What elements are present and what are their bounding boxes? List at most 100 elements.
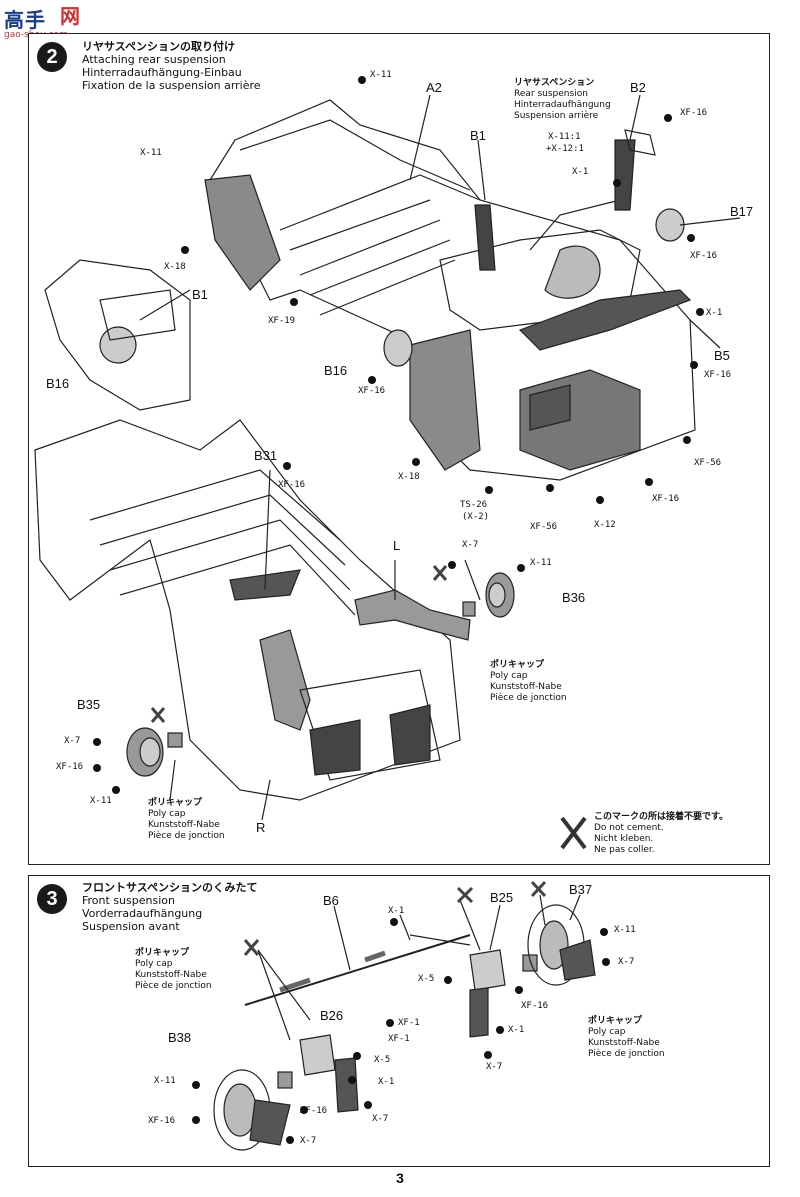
step3-title-fr: Suspension avant [82,920,180,933]
paint-ts26-label: TS-26 [460,500,488,510]
poly-cap-jp: ポリキャップ [490,660,545,670]
mix-ratio-note-1: X-11:1 [548,132,581,142]
paint-xf1-label: XF-1 [398,1018,420,1028]
paint-x7-label: X-7 [64,736,81,746]
part-b16b-label: B16 [324,363,348,378]
paint-x1-label: X-1 [572,167,589,177]
poly-cap-jp: ポリキャップ [148,798,203,808]
paint-x12-label: X-12 [594,520,616,530]
page-number: 3 [396,1170,404,1186]
part-b2-label: B2 [630,80,646,95]
paint-x11-label: X-11 [154,1076,176,1086]
paint-x11-label: X-11 [370,70,392,80]
part-a2-label: A2 [426,80,442,95]
poly-cap-de: Kunststoff-Nabe [588,1038,660,1048]
part-r-label: R [256,820,266,835]
rear-suspension-jp: リヤサスペンション [514,78,595,88]
paint-xf16-label: XF-16 [690,251,718,261]
step3-title-jp: フロントサスペンションのくみたて [82,881,258,894]
paint-xf16-label: XF-16 [56,762,84,772]
part-b1b-label: B1 [192,287,208,302]
poly-cap-jp: ポリキャップ [588,1016,643,1026]
rear-suspension-de: Hinterradaufhängung [514,100,611,110]
poly-cap-jp: ポリキャップ [135,948,190,958]
paint-x1-label: X-1 [378,1077,395,1087]
no-cement-fr: Ne pas coller. [594,845,655,855]
rear-suspension-fr: Suspension arrière [514,111,599,121]
part-b1a-label: B1 [470,128,486,143]
part-b25-label: B25 [490,890,514,905]
paint-x11-label: X-11 [90,796,112,806]
step3-titles: フロントサスペンションのくみたて Front suspension Vorder… [82,881,257,933]
part-b31-label: B31 [254,448,278,463]
paint-xf56-label: XF-56 [694,458,722,468]
paint-xf16-label: XF-16 [300,1106,328,1116]
paint-xf19-label: XF-19 [268,316,296,326]
poly-cap-fr: Pièce de jonction [135,981,212,991]
paint-xf16-label: XF-16 [652,494,680,504]
part-b38-label: B38 [168,1030,192,1045]
paint-xf1-label: XF-1 [388,1034,410,1044]
poly-cap-fr: Pièce de jonction [490,693,567,703]
paint-xf16-label: XF-16 [680,108,708,118]
step3-title-en: Front suspension [82,894,175,907]
rear-suspension-callout: リヤサスペンション Rear suspension Hinterradaufhä… [514,78,611,122]
step3-title-de: Vorderradaufhängung [82,907,203,920]
part-b35-label: B35 [77,697,101,712]
step3-number-badge: 3 [37,884,67,914]
watermark-logo-2: 网 [60,4,80,28]
no-cement-note: このマークの所は接着不要です。 Do not cement. Nicht kle… [594,812,728,856]
part-b26-label: B26 [320,1008,344,1023]
paint-x11-label: X-11 [614,925,636,935]
paint-xf16-label: XF-16 [278,480,306,490]
step2-number-badge: 2 [37,42,67,72]
paint-x1-label: X-1 [508,1025,525,1035]
poly-cap-callout-step3-left: ポリキャップ Poly cap Kunststoff-Nabe Pièce de… [135,948,212,992]
paint-xf16-label: XF-16 [148,1116,176,1126]
paint-xf16-label: XF-16 [358,386,386,396]
paint-x5-label: X-5 [418,974,435,984]
step2-titles: リヤサスペンションの取り付け Attaching rear suspension… [82,40,261,92]
poly-cap-en: Poly cap [490,671,528,681]
step2-title-jp: リヤサスペンションの取り付け [82,40,236,53]
part-b5-label: B5 [714,348,730,363]
part-l-label: L [393,538,401,553]
poly-cap-callout-step3-right: ポリキャップ Poly cap Kunststoff-Nabe Pièce de… [588,1016,665,1060]
part-b37-label: B37 [569,882,593,897]
no-cement-jp: このマークの所は接着不要です。 [594,812,729,822]
rear-suspension-en: Rear suspension [514,89,588,99]
poly-cap-en: Poly cap [135,959,173,969]
part-b36-label: B36 [562,590,586,605]
paint-x1-label: X-1 [706,308,723,318]
step2-title-de: Hinterradaufhängung-Einbau [82,66,242,79]
part-b6-label: B6 [323,893,339,908]
no-cement-en: Do not cement. [594,823,664,833]
part-b16a-label: B16 [46,376,70,391]
paint-x18-label: X-18 [398,472,420,482]
poly-cap-de: Kunststoff-Nabe [490,682,562,692]
poly-cap-fr: Pièce de jonction [588,1049,665,1059]
paint-x5-label: X-5 [374,1055,391,1065]
paint-xf16-label: XF-16 [521,1001,549,1011]
paint-xf16-label: XF-16 [704,370,732,380]
step2-title-fr: Fixation de la suspension arrière [82,79,261,92]
poly-cap-en: Poly cap [148,809,186,819]
mix-ratio-note-2: +X-12:1 [546,144,584,154]
no-cement-de: Nicht kleben. [594,834,654,844]
poly-cap-callout-right: ポリキャップ Poly cap Kunststoff-Nabe Pièce de… [490,660,567,704]
paint-ts26-x2-label: (X-2) [462,512,490,522]
paint-x1-label: X-1 [388,906,405,916]
poly-cap-de: Kunststoff-Nabe [148,820,220,830]
poly-cap-en: Poly cap [588,1027,626,1037]
paint-x7-label: X-7 [462,540,479,550]
part-b17-label: B17 [730,204,754,219]
step2-title-en: Attaching rear suspension [82,53,226,66]
watermark-logo: 高手 [4,8,46,32]
paint-x7-label: X-7 [618,957,635,967]
paint-xf56-label: XF-56 [530,522,558,532]
paint-x11-label: X-11 [530,558,552,568]
paint-x7-label: X-7 [486,1062,503,1072]
poly-cap-de: Kunststoff-Nabe [135,970,207,980]
